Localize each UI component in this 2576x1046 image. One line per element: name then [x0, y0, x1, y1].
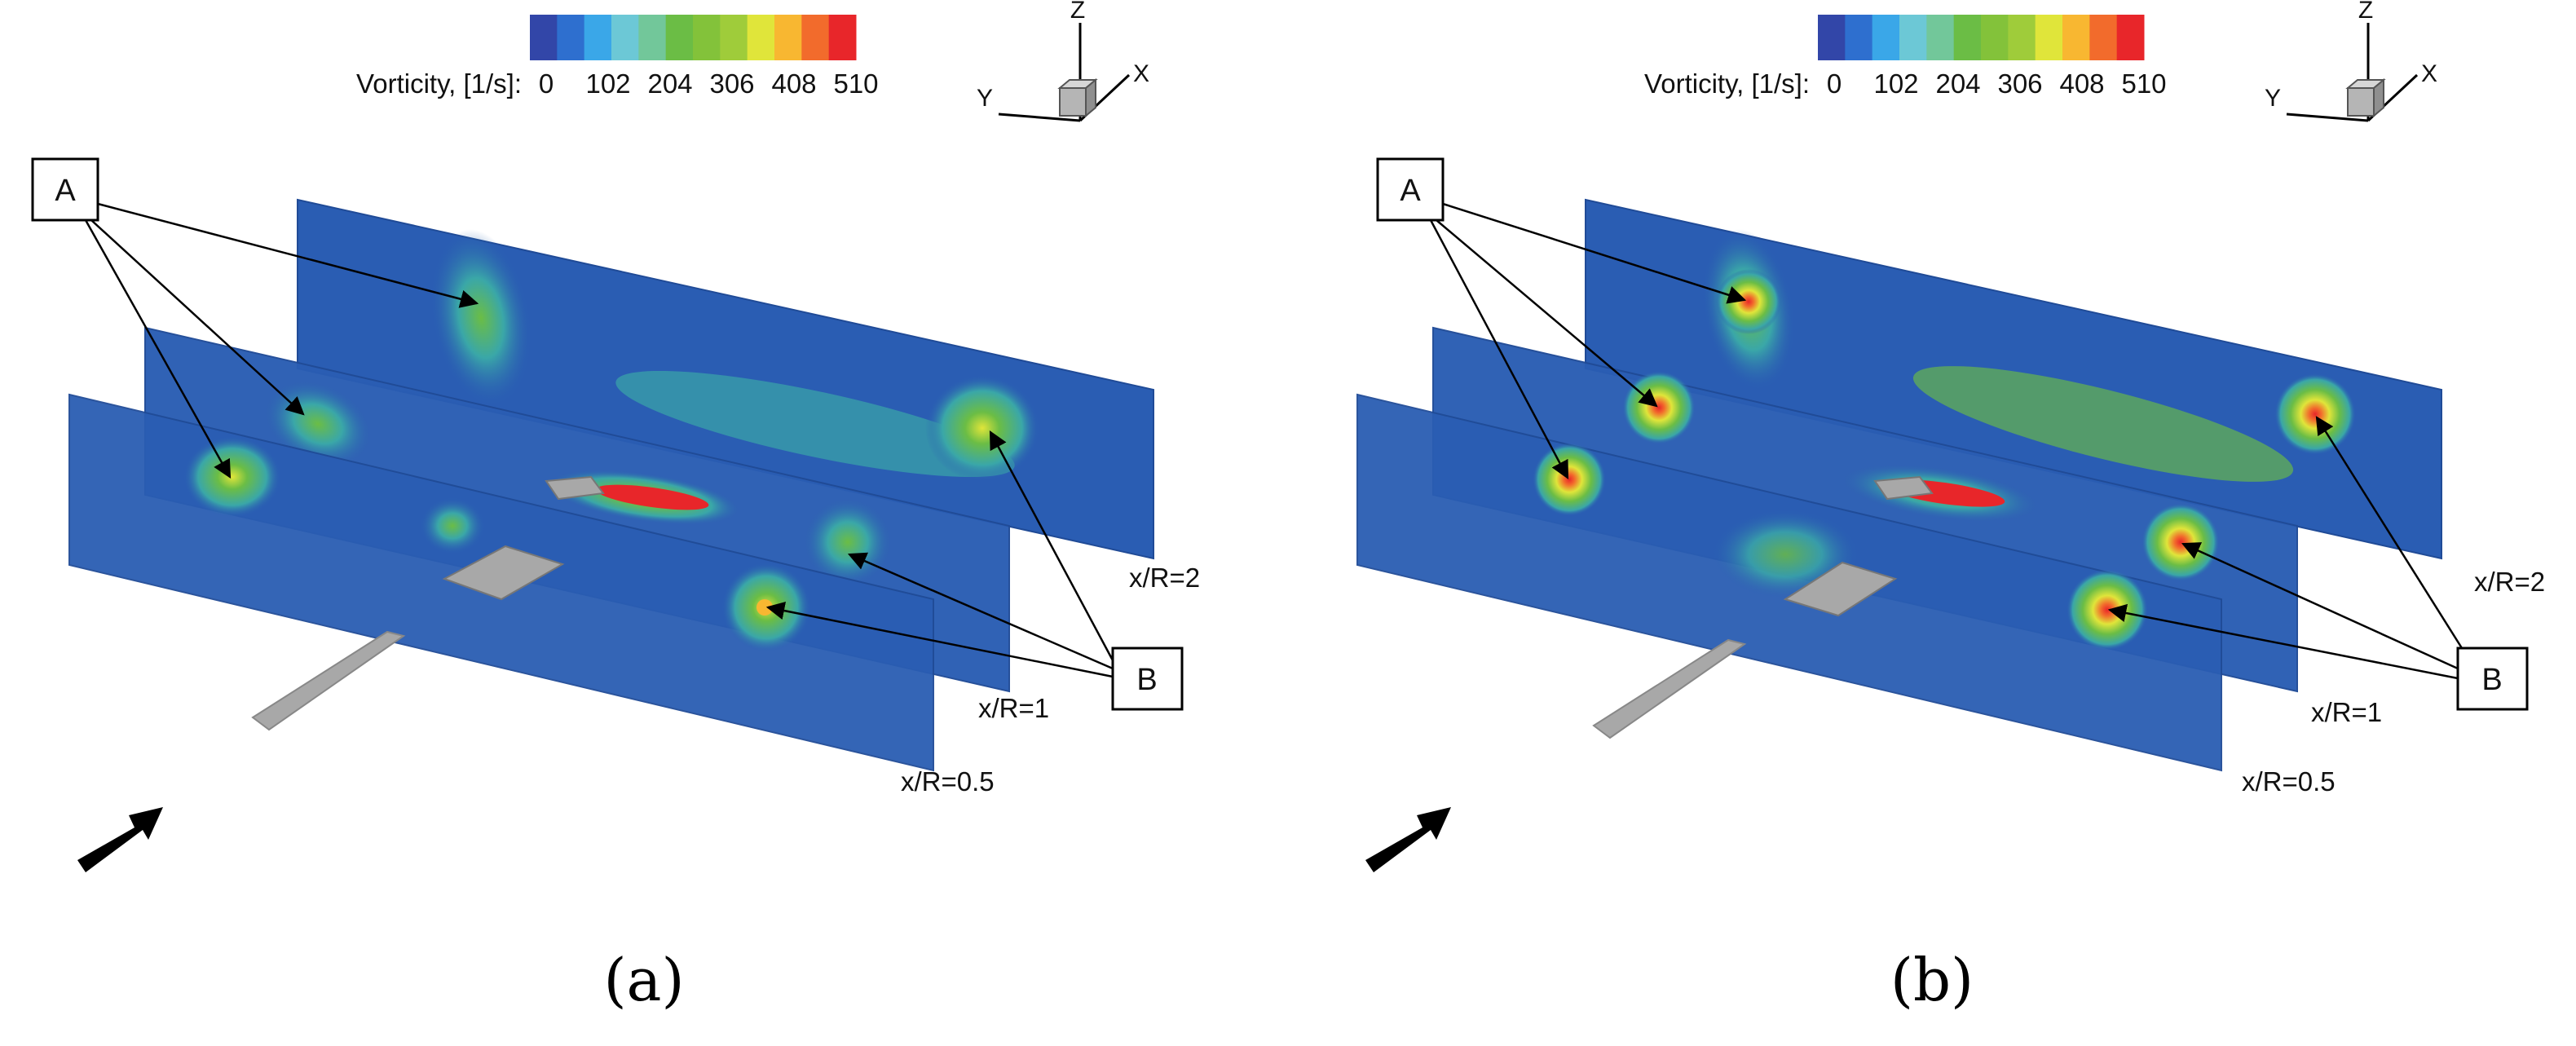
plane-x-r-2 [297, 198, 1154, 560]
vorticity-figure-b: Vorticity, [1/s]: 0 102 204 306 408 510 Z Y X [1356, 0, 2545, 872]
colorbar-cell [747, 15, 775, 60]
axis-y-label: Y [977, 85, 993, 112]
colorbar-cells [530, 15, 857, 60]
colorbar-cell [2089, 15, 2118, 60]
colorbar: Vorticity, [1/s]: 0 102 204 306 408 510 [1644, 15, 2167, 99]
colorbar-tick-label: 306 [709, 68, 754, 99]
callout-a-label: A [1400, 174, 1421, 208]
colorbar-tick-label: 0 [1827, 68, 1842, 99]
callout-b: B [2107, 416, 2529, 711]
vortex-b-back [925, 375, 1039, 481]
colorbar-ticks: 0 102 204 306 408 510 [539, 68, 879, 99]
colorbar-cell [638, 15, 667, 60]
colorbar-cell [584, 15, 612, 60]
colorbar-cell [2035, 15, 2063, 60]
orientation-axes: Z Y X [977, 0, 1149, 122]
plane-label-x-r-0-5: x/R=0.5 [2242, 766, 2336, 797]
vortex-a-front [1533, 443, 1606, 516]
panel-b: Vorticity, [1/s]: 0 102 204 306 408 510 Z Y X [1288, 0, 2576, 1046]
callout-a-label: A [55, 174, 76, 208]
colorbar-label: Vorticity, [1/s]: [356, 68, 522, 99]
callout-a: A [31, 157, 479, 479]
callout-a: A [1376, 157, 1747, 479]
orientation-axes: Z Y X [2265, 0, 2437, 122]
vortex-b-mid [2142, 503, 2220, 581]
wake-band [1912, 366, 2294, 482]
colorbar-cell [1981, 15, 2009, 60]
vortex-b-front [2067, 569, 2148, 651]
vortex-a-mid [1622, 371, 1696, 444]
colorbar-ticks: 0 102 204 306 408 510 [1827, 68, 2167, 99]
colorbar-cell [828, 15, 857, 60]
vortex-a-back [430, 229, 532, 407]
caption-a: (a) [603, 946, 685, 1014]
wake-band [615, 370, 1015, 478]
colorbar-cell [665, 15, 694, 60]
colorbar-cell [1953, 15, 1982, 60]
flow-direction-arrow [77, 807, 163, 872]
colorbar-cell [611, 15, 639, 60]
plane-x-r-2 [1585, 198, 2442, 560]
vortex-b-back [2274, 373, 2356, 455]
colorbar-cell [530, 15, 558, 60]
plane-label-x-r-1: x/R=1 [978, 693, 1049, 723]
colorbar-tick-label: 0 [539, 68, 554, 99]
colorbar: Vorticity, [1/s]: 0 102 204 306 408 510 [356, 15, 879, 99]
colorbar-cell [1845, 15, 1873, 60]
caption-b: (b) [1890, 946, 1974, 1014]
colorbar-cell [720, 15, 748, 60]
colorbar-cell [2062, 15, 2090, 60]
colorbar-tick-label: 408 [771, 68, 816, 99]
colorbar-tick-label: 102 [1873, 68, 1918, 99]
colorbar-cell [1872, 15, 1900, 60]
colorbar-cell [2116, 15, 2145, 60]
colorbar-cell [2008, 15, 2036, 60]
flow-direction-arrow [1365, 807, 1451, 872]
axis-x-label: X [1133, 60, 1149, 87]
plane-x-r-0-5 [1356, 393, 2222, 772]
axis-z-label: Z [1070, 0, 1085, 24]
vortex-a-back [1716, 269, 1781, 334]
colorbar-cell [1818, 15, 1846, 60]
vortex-b-mid [803, 497, 893, 587]
colorbar-tick-label: 510 [2121, 68, 2166, 99]
plane-x-r-0-5 [68, 393, 934, 772]
axis-z-label: Z [2358, 0, 2373, 24]
vorticity-figure-a: Vorticity, [1/s]: 0 102 204 306 408 510 Z Y X [31, 0, 1200, 872]
colorbar-tick-label: 408 [2059, 68, 2104, 99]
plane-label-x-r-0-5: x/R=0.5 [901, 766, 995, 797]
vortex-a-front [183, 436, 281, 518]
colorbar-label: Vorticity, [1/s]: [1644, 68, 1810, 99]
callout-b-label: B [2481, 663, 2502, 697]
colorbar-cell [1899, 15, 1927, 60]
plane-label-x-r-1: x/R=1 [2311, 697, 2382, 727]
colorbar-tick-label: 102 [585, 68, 630, 99]
colorbar-cell [774, 15, 802, 60]
axis-y-label: Y [2265, 85, 2281, 112]
axis-x-label: X [2421, 60, 2437, 87]
colorbar-tick-label: 306 [1997, 68, 2042, 99]
ground-plate [251, 630, 406, 731]
colorbar-cell [801, 15, 830, 60]
colorbar-cell [557, 15, 585, 60]
panel-a: Vorticity, [1/s]: 0 102 204 306 408 510 Z Y X [31, 0, 1200, 1014]
colorbar-tick-label: 204 [647, 68, 692, 99]
callout-b-label: B [1136, 663, 1157, 697]
colorbar-cells [1818, 15, 2145, 60]
plane-label-x-r-2: x/R=2 [2474, 567, 2545, 597]
plane-label-x-r-2: x/R=2 [1129, 563, 1200, 593]
colorbar-cell [693, 15, 721, 60]
colorbar-tick-label: 204 [1935, 68, 1980, 99]
callout-b: B [765, 430, 1184, 711]
colorbar-cell [1926, 15, 1955, 60]
colorbar-tick-label: 510 [833, 68, 878, 99]
ground-plate [1592, 638, 1747, 739]
